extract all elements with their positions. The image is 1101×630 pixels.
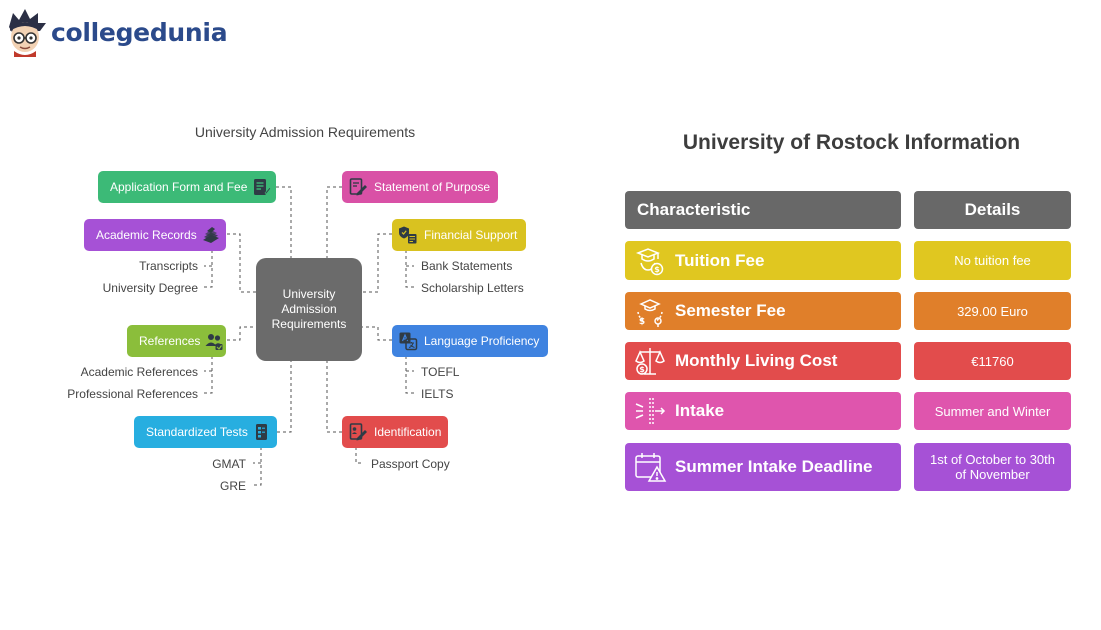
connector-language xyxy=(362,326,392,341)
row-intake: Intake xyxy=(625,392,901,430)
translate-icon xyxy=(398,331,418,351)
connector-financial-subs xyxy=(405,250,414,288)
node-label: References xyxy=(139,334,201,348)
entry-arrows-icon xyxy=(633,394,667,428)
node-label: Financial Support xyxy=(424,228,518,242)
sub-gmat: GMAT xyxy=(212,457,246,471)
row-value: €11760 xyxy=(971,353,1014,369)
row-value: No tuition fee xyxy=(954,253,1031,268)
svg-text:$: $ xyxy=(654,265,660,274)
connector-language-subs xyxy=(405,356,414,394)
node-label: Language Proficiency xyxy=(424,334,540,348)
center-node-label: University Admission Requirements xyxy=(271,287,347,331)
node-references[interactable]: References xyxy=(127,325,226,357)
mascot-logo-icon xyxy=(9,9,46,57)
row-label: Tuition Fee xyxy=(675,250,765,270)
center-node: University Admission Requirements xyxy=(256,258,362,361)
connector-identification xyxy=(326,361,342,433)
row-semester-fee: $ Semester Fee xyxy=(625,292,901,330)
sub-professional-references: Professional References xyxy=(67,387,198,401)
svg-text:$: $ xyxy=(639,365,645,374)
row-label: Semester Fee xyxy=(675,301,786,320)
node-statement-of-purpose[interactable]: Statement of Purpose xyxy=(342,171,498,203)
document-pen-icon xyxy=(348,177,368,197)
header-characteristic-label: Characteristic xyxy=(637,200,751,219)
people-icon xyxy=(204,331,224,351)
test-sheet-icon xyxy=(252,422,272,442)
row-value: 1st of October to 30th of November xyxy=(929,452,1056,482)
header-details: Details xyxy=(914,191,1071,229)
calendar-warning-icon xyxy=(633,450,667,484)
row-monthly-living-cost: $ Monthly Living Cost xyxy=(625,342,901,380)
node-label: Statement of Purpose xyxy=(374,180,491,194)
row-monthly-living-cost-value: €11760 xyxy=(914,342,1071,380)
node-label: Identification xyxy=(374,425,442,439)
node-identification[interactable]: Identification xyxy=(342,416,448,448)
header-characteristic: Characteristic xyxy=(625,191,901,229)
node-application-form[interactable]: Application Form and Fee xyxy=(98,171,276,203)
brand-name: collegedunia xyxy=(51,17,228,47)
connector-identification-subs xyxy=(355,447,364,464)
node-language-proficiency[interactable]: Language Proficiency xyxy=(392,325,548,357)
connector-application xyxy=(276,186,292,258)
node-academic-records[interactable]: Academic Records xyxy=(84,219,226,251)
node-label: Application Form and Fee xyxy=(110,180,248,194)
connector-financial xyxy=(362,233,392,293)
sub-bank-statements: Bank Statements xyxy=(421,259,513,273)
connector-sop xyxy=(326,186,342,258)
sub-university-degree: University Degree xyxy=(102,281,198,295)
row-summer-intake-deadline-value: 1st of October to 30th of November xyxy=(914,443,1071,491)
row-semester-fee-value: 329.00 Euro xyxy=(914,292,1071,330)
sub-transcripts: Transcripts xyxy=(139,259,198,273)
id-card-icon xyxy=(348,422,368,442)
row-summer-intake-deadline: Summer Intake Deadline xyxy=(625,443,901,491)
connector-tests xyxy=(277,361,292,433)
row-label: Monthly Living Cost xyxy=(675,351,838,370)
node-standardized-tests[interactable]: Standardized Tests xyxy=(134,416,277,448)
node-financial-support[interactable]: Financial Support xyxy=(392,219,526,251)
form-icon xyxy=(251,177,272,197)
sub-scholarship-letters: Scholarship Letters xyxy=(421,281,524,295)
graduate-coin-icon: $ xyxy=(633,244,667,278)
brand-logo[interactable]: collegedunia xyxy=(4,6,228,58)
header-details-label: Details xyxy=(964,200,1021,219)
row-value: 329.00 Euro xyxy=(957,303,1028,319)
row-label: Summer Intake Deadline xyxy=(675,457,873,476)
node-label: Standardized Tests xyxy=(146,425,248,439)
connector-references xyxy=(227,326,256,341)
balance-money-icon: $ xyxy=(633,344,667,378)
sub-academic-references: Academic References xyxy=(80,365,198,379)
row-tuition-fee-value: No tuition fee xyxy=(914,241,1071,280)
row-tuition-fee: $ Tuition Fee xyxy=(625,241,901,280)
svg-text:$: $ xyxy=(639,317,645,327)
info-title: University of Rostock Information xyxy=(682,131,1021,154)
books-icon xyxy=(201,225,221,245)
diagram-title: University Admission Requirements xyxy=(194,124,416,140)
cap-money-icon: $ xyxy=(633,294,667,328)
connector-academic xyxy=(227,233,256,293)
sub-gre: GRE xyxy=(219,479,246,493)
node-label: Academic Records xyxy=(96,228,197,242)
connector-tests-subs xyxy=(253,447,262,486)
sub-passport-copy: Passport Copy xyxy=(371,457,450,471)
sub-toefl: TOEFL xyxy=(421,365,460,379)
row-intake-value: Summer and Winter xyxy=(914,392,1071,430)
row-label: Intake xyxy=(675,401,725,420)
money-shield-icon xyxy=(398,225,418,245)
sub-ielts: IELTS xyxy=(421,387,454,401)
row-value: Summer and Winter xyxy=(934,403,1051,419)
